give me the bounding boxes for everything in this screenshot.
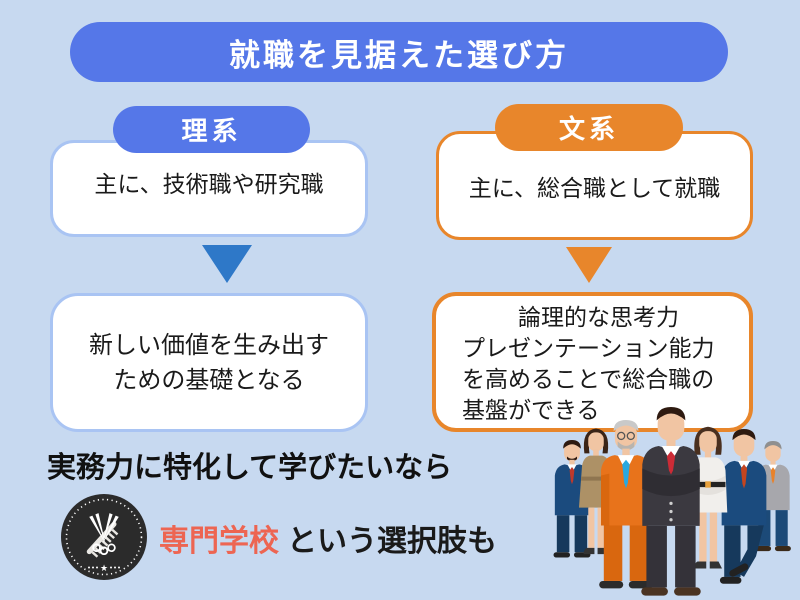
science-outcome-line: 新しい価値を生み出す bbox=[89, 330, 329, 359]
humanities-outcome-line: プレゼンテーション能力 bbox=[462, 336, 715, 362]
category-pill-humanities: 文系 bbox=[495, 104, 683, 151]
down-arrow-icon bbox=[202, 245, 252, 283]
page-title: 就職を見据えた選び方 bbox=[70, 22, 728, 82]
humanities-outcome-line: 基盤ができる bbox=[462, 398, 600, 424]
science-jobs-text: 主に、技術職や研究職 bbox=[94, 171, 324, 198]
science-outcome-box: 新しい価値を生み出す ための基礎となる bbox=[50, 293, 368, 432]
footer-option-rest: という選択肢も bbox=[287, 524, 497, 559]
science-outcome-line: ための基礎となる bbox=[113, 365, 305, 394]
humanities-outcome-line: 論理的な思考力 bbox=[518, 305, 679, 331]
humanities-jobs-text: 主に、総合職として就職 bbox=[468, 175, 721, 202]
footer-option-text: 専門学校という選択肢も bbox=[159, 516, 497, 560]
science-jobs-box: 主に、技術職や研究職 bbox=[50, 140, 368, 237]
humanities-outcome-line: を高めることで総合職の bbox=[462, 367, 715, 393]
footer-lead-text: 実務力に特化して学びたいなら bbox=[47, 450, 453, 484]
category-pill-science: 理系 bbox=[113, 106, 310, 153]
scissors-comb-badge-icon: ★ bbox=[61, 494, 147, 580]
highlight-senmongakko: 専門学校 bbox=[159, 524, 279, 559]
svg-text:★: ★ bbox=[100, 564, 108, 574]
down-arrow-icon bbox=[566, 247, 612, 283]
business-people-illustration bbox=[553, 407, 791, 596]
